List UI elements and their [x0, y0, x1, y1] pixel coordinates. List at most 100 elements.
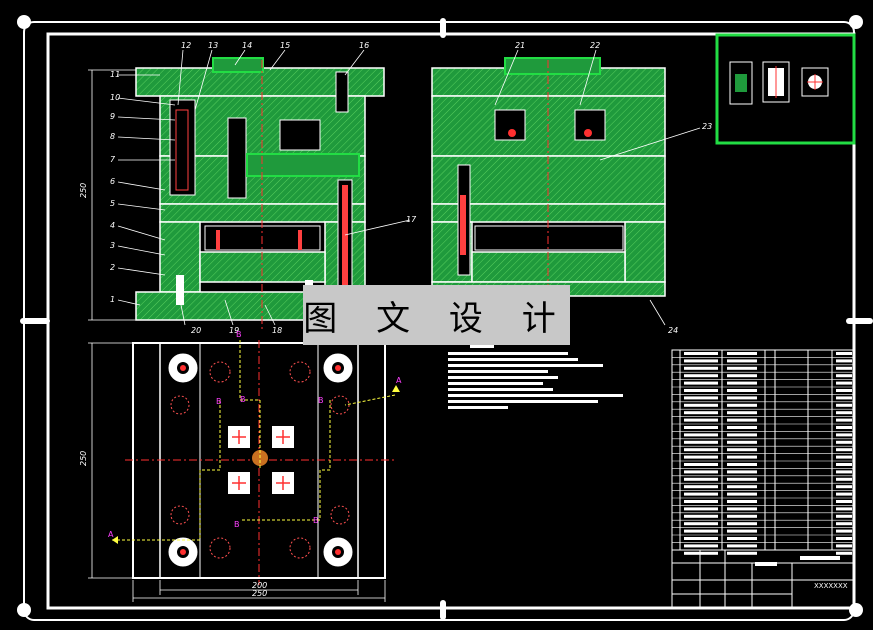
mid-mark	[846, 318, 873, 324]
bom-row-text	[836, 396, 852, 400]
bom-row-text	[836, 537, 852, 540]
bom-row-text	[836, 359, 852, 363]
bom-row-text	[684, 507, 718, 511]
bom-row-text	[727, 389, 757, 392]
bom-row-text	[727, 426, 757, 429]
callout-bottom-18: 18	[272, 326, 282, 335]
callout-right-23: 23	[702, 122, 712, 131]
bom-row-text	[836, 352, 852, 355]
bom-row-text	[836, 529, 852, 533]
bom-row-text	[727, 551, 757, 555]
corner-mark	[849, 15, 863, 29]
bom-row-text	[684, 485, 718, 489]
bom-row-text	[684, 381, 718, 385]
bom-row-text	[727, 522, 757, 526]
bom-row-text	[684, 455, 718, 459]
bom-row-text	[727, 507, 757, 511]
bom-row-text	[836, 411, 852, 415]
mid-mark	[20, 318, 50, 324]
callout-top-13: 13	[208, 41, 218, 50]
bom-row-text	[836, 448, 852, 452]
bom-row-text	[684, 374, 718, 378]
bom-row-text	[684, 551, 718, 555]
callout-left-8: 8	[110, 132, 115, 141]
bom-row-text	[684, 514, 718, 518]
bom-row-text	[836, 433, 852, 437]
bom-row-text	[684, 352, 718, 355]
bom-row-text	[684, 366, 718, 370]
bom-row-text	[684, 544, 718, 548]
callout-top-14: 14	[242, 41, 252, 50]
bom-row-text	[727, 374, 757, 378]
bom-row-text	[684, 500, 718, 503]
bom-row-text	[684, 411, 718, 415]
bom-row-text	[836, 507, 852, 511]
title-block-fill	[800, 556, 840, 560]
section-mark-A: A	[396, 376, 402, 385]
callout-bottom-20: 20	[191, 326, 201, 335]
bom-row-text	[836, 403, 852, 407]
bom-row-text	[727, 433, 757, 437]
section-mark-B: B	[313, 516, 319, 525]
corner-mark	[17, 15, 31, 29]
bom-row-text	[727, 500, 757, 503]
bom-row-text	[684, 470, 718, 474]
plan-view	[88, 340, 400, 602]
bom-row-text	[684, 433, 718, 437]
bom-row-text	[684, 492, 718, 496]
technical-notes	[448, 344, 623, 409]
bom-row-text	[727, 418, 757, 422]
dim-front-height: 250	[79, 183, 88, 198]
bom-row-text	[836, 522, 852, 526]
bom-row-text	[684, 522, 718, 526]
bom-row-text	[727, 448, 757, 452]
dim-plan-width-outer: 250	[252, 589, 267, 598]
bom-row-text	[727, 411, 757, 415]
bom-row-text	[836, 477, 852, 481]
bom-row-text	[684, 448, 718, 452]
bom-row-text	[727, 470, 757, 474]
callout-left-4: 4	[110, 221, 115, 230]
title-block-code: XXXXXXX	[814, 582, 848, 590]
bom-row-text	[727, 492, 757, 496]
callout-left-7: 7	[110, 155, 116, 164]
bom-row-text	[727, 403, 757, 407]
bom-row-text	[727, 529, 757, 533]
bom-row-text	[684, 463, 718, 466]
bom-row-text	[836, 485, 852, 489]
corner-mark	[17, 603, 31, 617]
bom-rows	[672, 349, 854, 555]
section-mark-B: B	[234, 520, 240, 529]
section-mark-A: A	[108, 530, 114, 539]
mid-mark	[440, 18, 446, 38]
callout-top-21: 21	[515, 41, 525, 50]
bom-row-text	[727, 396, 757, 400]
bom-row-text	[727, 485, 757, 489]
callout-bottom-19: 19	[229, 326, 239, 335]
bom-row-text	[684, 403, 718, 407]
bom-row-text	[727, 455, 757, 459]
callout-top-15: 15	[280, 41, 290, 50]
bom-row-text	[836, 374, 852, 378]
bom-row-text	[836, 463, 852, 466]
watermark-banner: 图 文 设 计	[303, 285, 570, 345]
bom-row-text	[727, 463, 757, 466]
bom-row-text	[727, 477, 757, 481]
section-mark-B: B	[240, 395, 246, 404]
bom-row-text	[684, 396, 718, 400]
bom-row-text	[836, 389, 852, 392]
bom-row-text	[684, 359, 718, 363]
corner-mark	[849, 603, 863, 617]
callout-top-16: 16	[359, 41, 369, 50]
mid-mark	[440, 600, 446, 620]
title-block	[671, 549, 855, 609]
callout-top-12: 12	[181, 41, 191, 50]
thumbnail-preview[interactable]	[715, 33, 856, 145]
callout-left-2: 2	[110, 263, 115, 272]
bom-row-text	[836, 544, 852, 548]
dim-plan-height: 250	[79, 451, 88, 466]
bom-row-text	[727, 366, 757, 370]
bom-row-text	[836, 366, 852, 370]
callout-left-6: 6	[110, 177, 115, 186]
